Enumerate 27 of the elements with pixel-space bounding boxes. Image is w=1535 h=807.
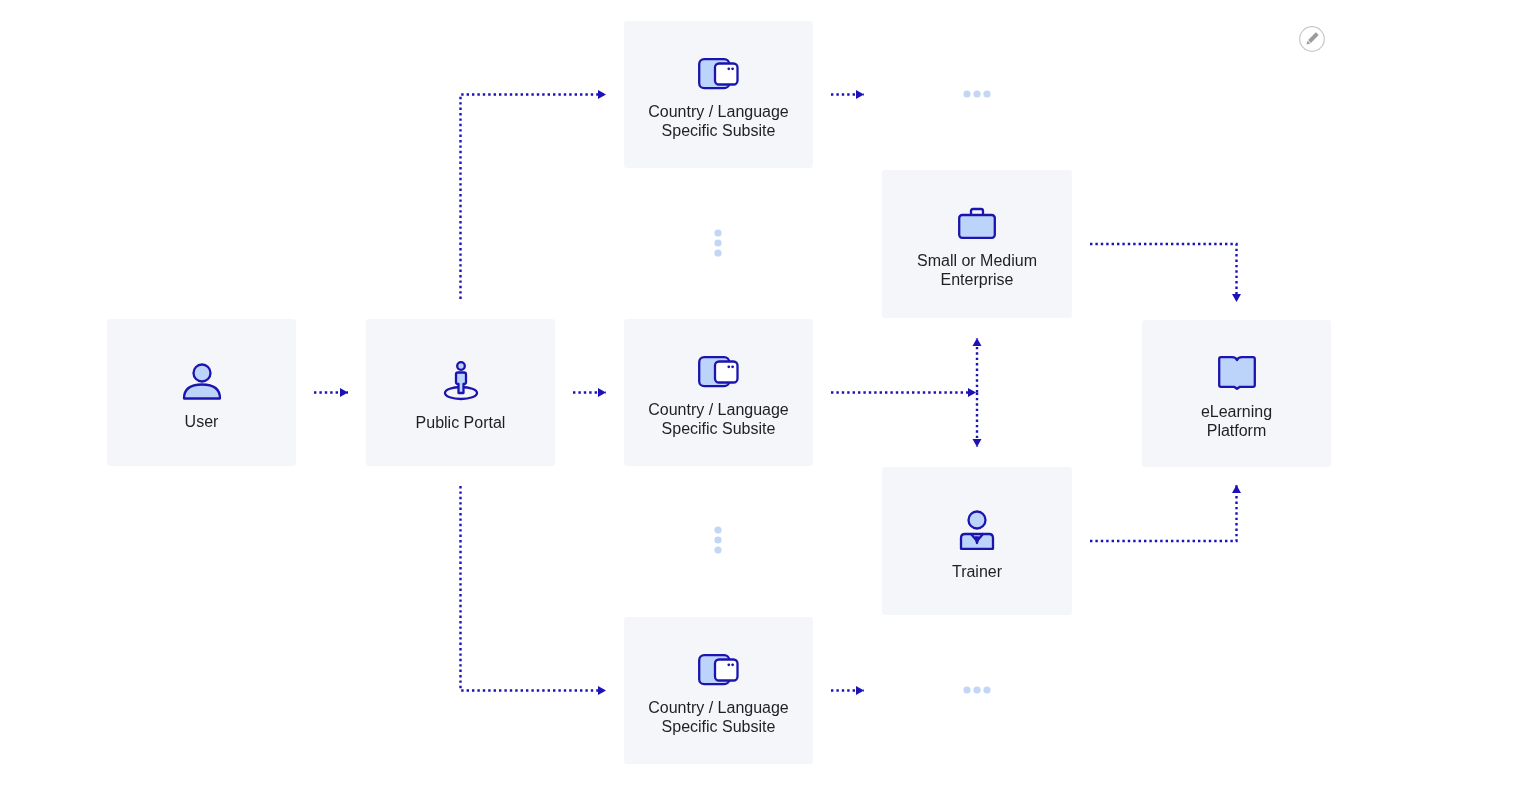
dotted-arrow <box>831 90 864 99</box>
dotted-arrow <box>1090 485 1241 543</box>
node-box <box>882 467 1072 615</box>
node-box <box>882 170 1072 318</box>
dotted-arrow <box>831 388 976 397</box>
dotted-arrow <box>459 486 606 695</box>
node-label: Trainer <box>951 561 1003 581</box>
dotted-arrow <box>972 338 982 393</box>
node-box <box>624 617 813 764</box>
node-box <box>624 21 813 168</box>
node-box <box>107 319 296 466</box>
dotted-arrow <box>459 90 606 299</box>
node-label: Country / Language Specific Subsite <box>647 101 790 140</box>
node-label: Public Portal <box>415 413 506 432</box>
node-box <box>1142 320 1331 467</box>
dotted-arrow <box>831 686 864 695</box>
node-label: User <box>184 411 219 431</box>
dotted-arrow <box>972 392 982 447</box>
node-label: eLearning Platform <box>1199 401 1274 440</box>
node-box <box>366 319 555 466</box>
node-box <box>624 319 813 466</box>
node-label: Country / Language Specific Subsite <box>647 399 790 438</box>
dotted-arrow <box>1090 242 1241 302</box>
node-label: Country / Language Specific Subsite <box>647 697 790 736</box>
node-label: Small or Medium Enterprise <box>916 251 1038 289</box>
dotted-arrow <box>314 388 348 397</box>
dotted-arrow <box>573 388 606 397</box>
